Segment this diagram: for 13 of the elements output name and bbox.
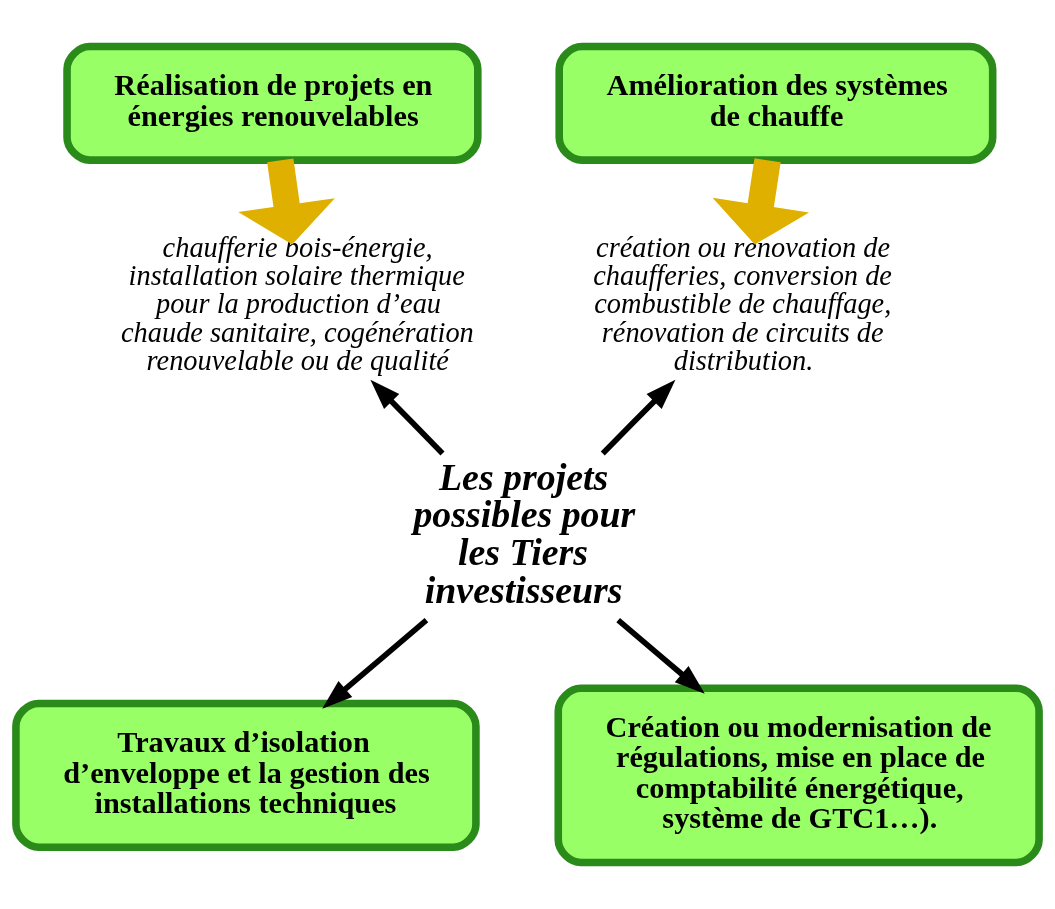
arrow: [616, 618, 705, 694]
node-text: création ou rénovation de chaufferies, conversion de combustible de chauffage, rénovation de circuits de distribution.: [593, 231, 892, 377]
node-box: Création ou modernisation de régulations, mise en place de comptabilité énergétique, système de GTC1…).: [554, 684, 1043, 867]
node-box: Travaux d’isolation d’enveloppe et la gestion des installations techniques: [12, 699, 480, 852]
arrow: [322, 618, 429, 709]
node-text: Les projets possibles pour les Tiers investisseurs: [413, 455, 636, 612]
node-box: Réalisation de projets en énergies renouvelables: [63, 42, 482, 164]
arrow: [712, 158, 809, 245]
node-box: Amélioration des systèmes de chauffe: [555, 42, 997, 164]
arrow: [370, 379, 445, 456]
arrow: [600, 379, 676, 456]
node-text: chaufferie bois-énergie, installation solaire thermique pour la production d’eau chaude sanitaire, cogénération renouvelable ou de qualité: [120, 231, 474, 377]
arrow: [238, 158, 335, 245]
